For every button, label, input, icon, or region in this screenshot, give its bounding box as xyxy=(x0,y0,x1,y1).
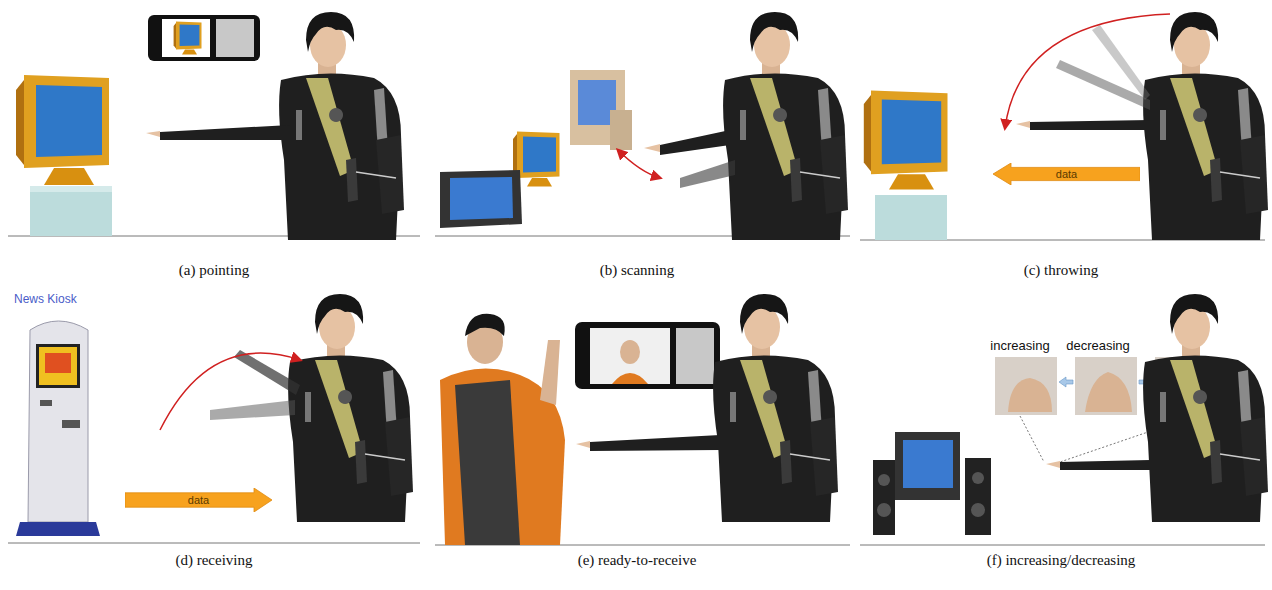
subfigure-caption: (e) ready-to-receive xyxy=(578,552,697,569)
kiosk-label: News Kiosk xyxy=(14,292,77,306)
subfigure-caption: (d) receiving xyxy=(175,552,252,569)
gesture-label: decreasing xyxy=(1066,338,1130,353)
subfigure-caption: (a) pointing xyxy=(179,262,249,279)
gesture-label: increasing xyxy=(990,338,1049,353)
arrow-fill xyxy=(125,488,272,512)
arrow-fill xyxy=(993,163,1140,185)
arrow-text: data xyxy=(993,168,1140,180)
subfigure-caption: (c) throwing xyxy=(1024,262,1099,279)
data-arrow: data xyxy=(993,163,1140,185)
subfigure-caption: (b) scanning xyxy=(600,262,675,279)
subfigure-caption: (f) increasing/decreasing xyxy=(987,552,1136,569)
data-arrow: data xyxy=(125,488,272,512)
arrow-text: data xyxy=(125,494,272,506)
